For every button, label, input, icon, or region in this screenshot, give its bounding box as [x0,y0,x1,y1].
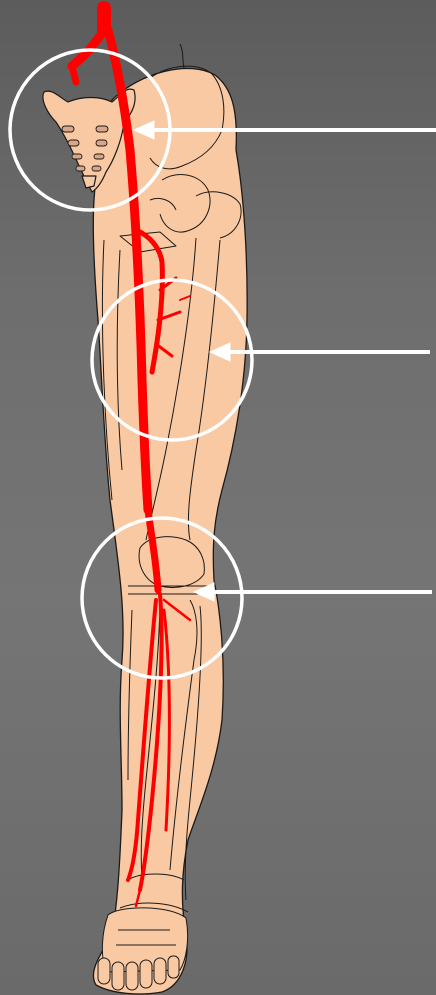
knee-arrow [194,583,432,601]
